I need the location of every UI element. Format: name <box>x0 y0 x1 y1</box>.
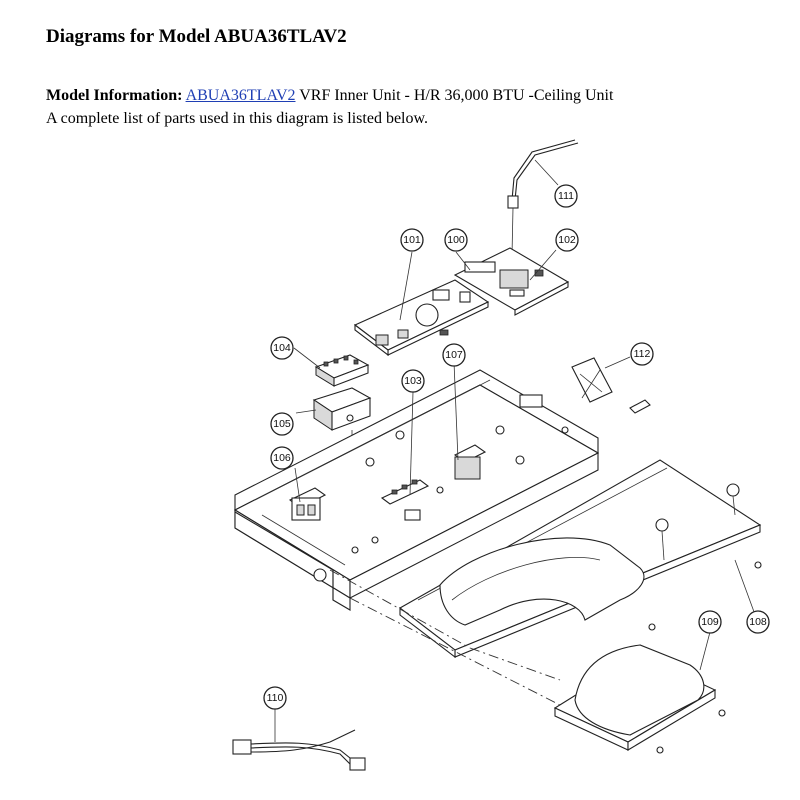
svg-text:109: 109 <box>701 616 719 628</box>
callout-102: 102 <box>555 228 579 252</box>
main-pcb <box>453 247 570 316</box>
filter-panel <box>571 357 613 403</box>
svg-text:112: 112 <box>634 348 651 360</box>
terminal-block <box>314 354 370 387</box>
callout-112: 112 <box>630 342 654 366</box>
svg-text:100: 100 <box>447 234 465 246</box>
wiring-harness <box>232 710 366 771</box>
model-information: Model Information: ABUA36TLAV2 VRF Inner… <box>46 87 613 105</box>
control-pcb <box>353 279 490 357</box>
model-description: VRF Inner Unit - H/R 36,000 BTU -Ceiling… <box>295 87 614 104</box>
parts-list-note: A complete list of parts used in this di… <box>46 110 429 127</box>
callout-106: 106 <box>270 446 294 470</box>
model-information-label: Model Information: <box>46 87 183 104</box>
callout-101: 101 <box>400 228 424 252</box>
callout-105: 105 <box>270 412 294 436</box>
callout-111: 111 <box>554 184 578 208</box>
callout-104: 104 <box>270 336 294 360</box>
cover-box <box>553 644 726 754</box>
exploded-parts-diagram: 111 101 100 102 104 112 107 103 105 106 … <box>232 139 770 771</box>
page-title: Diagrams for Model ABUA36TLAV2 <box>46 26 347 47</box>
callout-108: 108 <box>746 610 770 634</box>
svg-text:101: 101 <box>403 234 421 246</box>
svg-text:110: 110 <box>267 692 284 704</box>
model-link[interactable]: ABUA36TLAV2 <box>185 87 296 104</box>
svg-text:105: 105 <box>273 418 291 430</box>
svg-text:106: 106 <box>273 452 291 464</box>
svg-text:107: 107 <box>445 349 463 361</box>
svg-text:111: 111 <box>558 190 574 202</box>
electrical-box-chassis <box>233 369 651 611</box>
callout-100: 100 <box>444 228 468 252</box>
relay-block <box>312 387 372 450</box>
assembly-line <box>329 569 561 706</box>
callout-107: 107 <box>442 343 466 367</box>
duct-cover <box>439 537 645 626</box>
svg-text:102: 102 <box>558 234 576 246</box>
svg-text:103: 103 <box>404 375 422 387</box>
svg-text:108: 108 <box>749 616 767 628</box>
svg-text:104: 104 <box>273 342 291 354</box>
callout-103: 103 <box>401 369 425 393</box>
callout-109: 109 <box>698 610 722 634</box>
temperature-sensor <box>507 139 579 256</box>
callout-110: 110 <box>263 686 287 710</box>
